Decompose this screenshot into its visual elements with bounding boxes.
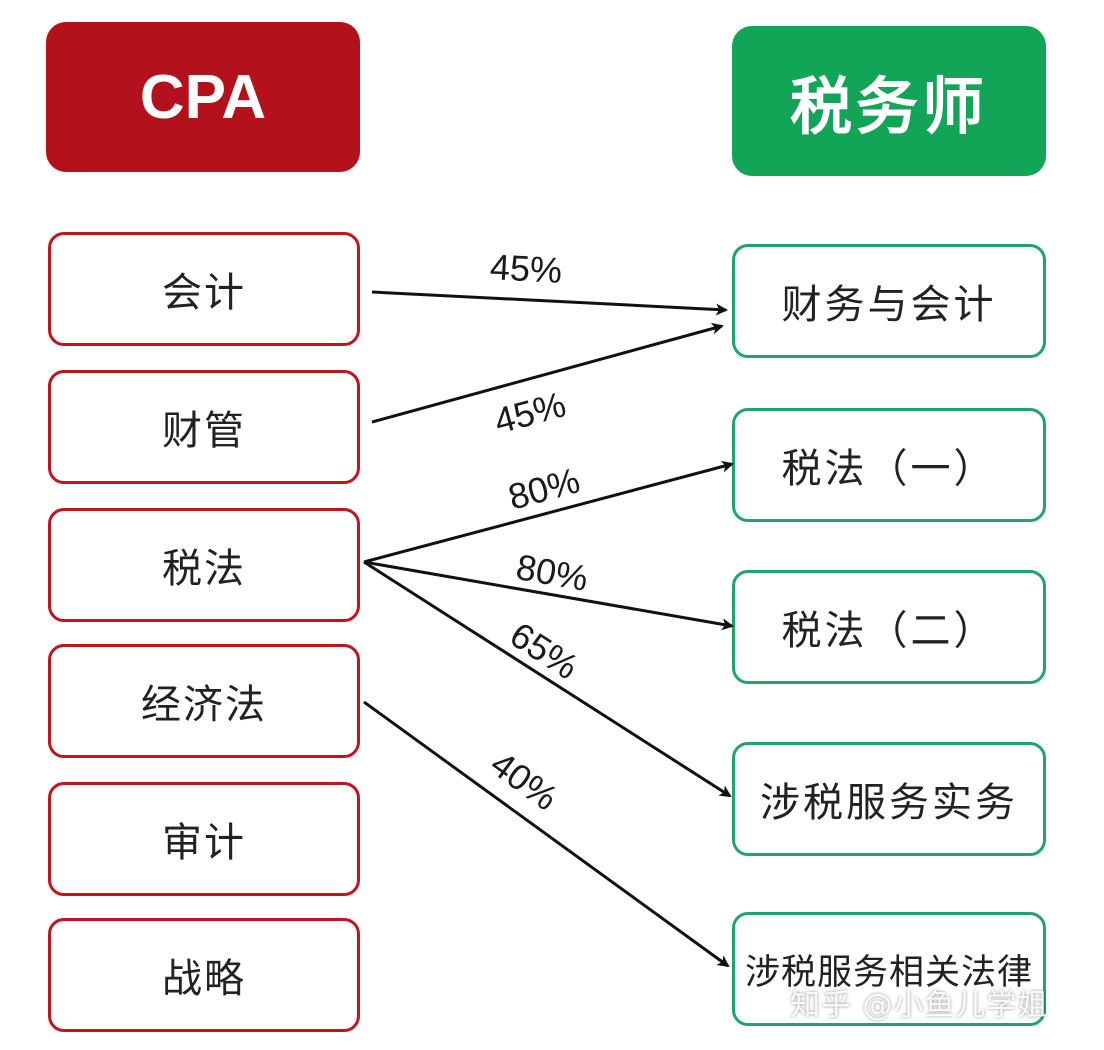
tax-subject-tax-law-1: 税法（一） bbox=[732, 408, 1046, 522]
percent-label-accounting: 45% bbox=[489, 246, 564, 291]
tax-subject-tax-service-practice: 涉税服务实务 bbox=[732, 742, 1046, 856]
tax-subject-tax-law-2: 税法（二） bbox=[732, 570, 1046, 684]
cpa-subject-accounting: 会计 bbox=[48, 232, 360, 346]
arrow-economic-law-to-tax-service-laws bbox=[363, 700, 730, 968]
cpa-subject-audit: 审计 bbox=[48, 782, 360, 896]
cpa-subject-strategy: 战略 bbox=[48, 918, 360, 1032]
arrow-financial-management-to-finance bbox=[371, 322, 724, 424]
arrow-tax-law-to-tax-law-1 bbox=[363, 460, 734, 564]
tax-advisor-header: 税务师 bbox=[732, 26, 1046, 176]
arrow-tax-law-to-tax-law-2 bbox=[363, 560, 734, 631]
cpa-subject-economic-law: 经济法 bbox=[48, 644, 360, 758]
cpa-header: CPA bbox=[46, 22, 360, 172]
arrow-tax-law-to-tax-service-practice bbox=[363, 560, 732, 798]
watermark: 知乎 @小鱼儿学姐 bbox=[790, 988, 1049, 1023]
cpa-subject-financial-management: 财管 bbox=[48, 370, 360, 484]
tax-subject-finance-accounting: 财务与会计 bbox=[732, 244, 1046, 358]
arrow-accounting-to-finance bbox=[371, 290, 728, 316]
tax-subject-tax-service-laws: 涉税服务相关法律 bbox=[732, 912, 1046, 1026]
cpa-subject-tax-law: 税法 bbox=[48, 508, 360, 622]
